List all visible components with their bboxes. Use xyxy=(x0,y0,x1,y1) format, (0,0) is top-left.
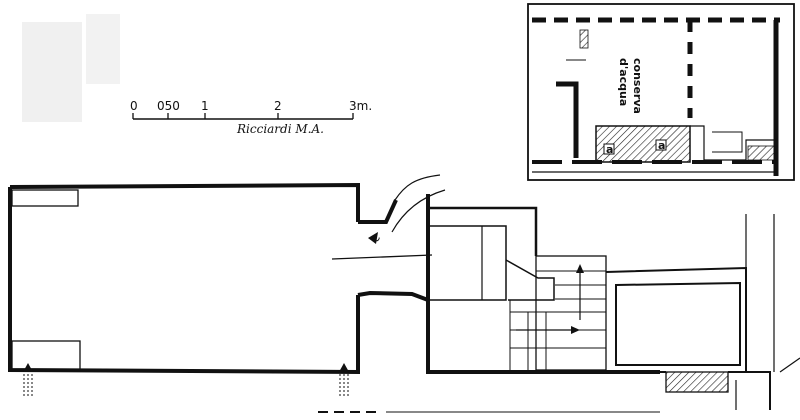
inset-label-dacqua: d'acqua xyxy=(617,58,630,106)
inset-plan: a a conserva d'acqua xyxy=(527,3,795,181)
entrance-arrow-left xyxy=(23,363,33,396)
room-niche-top xyxy=(11,189,79,207)
corridor: c xyxy=(357,174,446,302)
water-channel xyxy=(385,174,441,223)
scale-tick-1: 1 xyxy=(201,99,209,113)
inset-letter-a-right: a xyxy=(658,139,665,152)
central-structure xyxy=(426,194,660,374)
entrance-arrow-right xyxy=(339,363,349,396)
inset-letter-a-left: a xyxy=(606,143,613,156)
hatched-block xyxy=(665,371,729,393)
section-line xyxy=(331,254,433,260)
author-signature: Ricciardi M.A. xyxy=(236,122,324,136)
main-room xyxy=(8,182,433,375)
scale-tick-2: 2 xyxy=(274,99,282,113)
scale-tick-050: 050 xyxy=(157,99,180,113)
paper-smudge xyxy=(22,14,120,122)
right-room xyxy=(605,214,800,410)
scale-tick-3m: 3m. xyxy=(349,99,372,113)
scale-bar: 0 050 1 2 3m. Ricciardi M.A. xyxy=(130,99,372,136)
flow-arrow xyxy=(368,232,378,244)
scale-tick-0: 0 xyxy=(130,99,138,113)
inset-label-conserva: conserva xyxy=(631,58,644,114)
channel-mark: c xyxy=(367,232,382,245)
stair-block xyxy=(535,255,607,371)
room-niche-bottom xyxy=(11,340,81,371)
